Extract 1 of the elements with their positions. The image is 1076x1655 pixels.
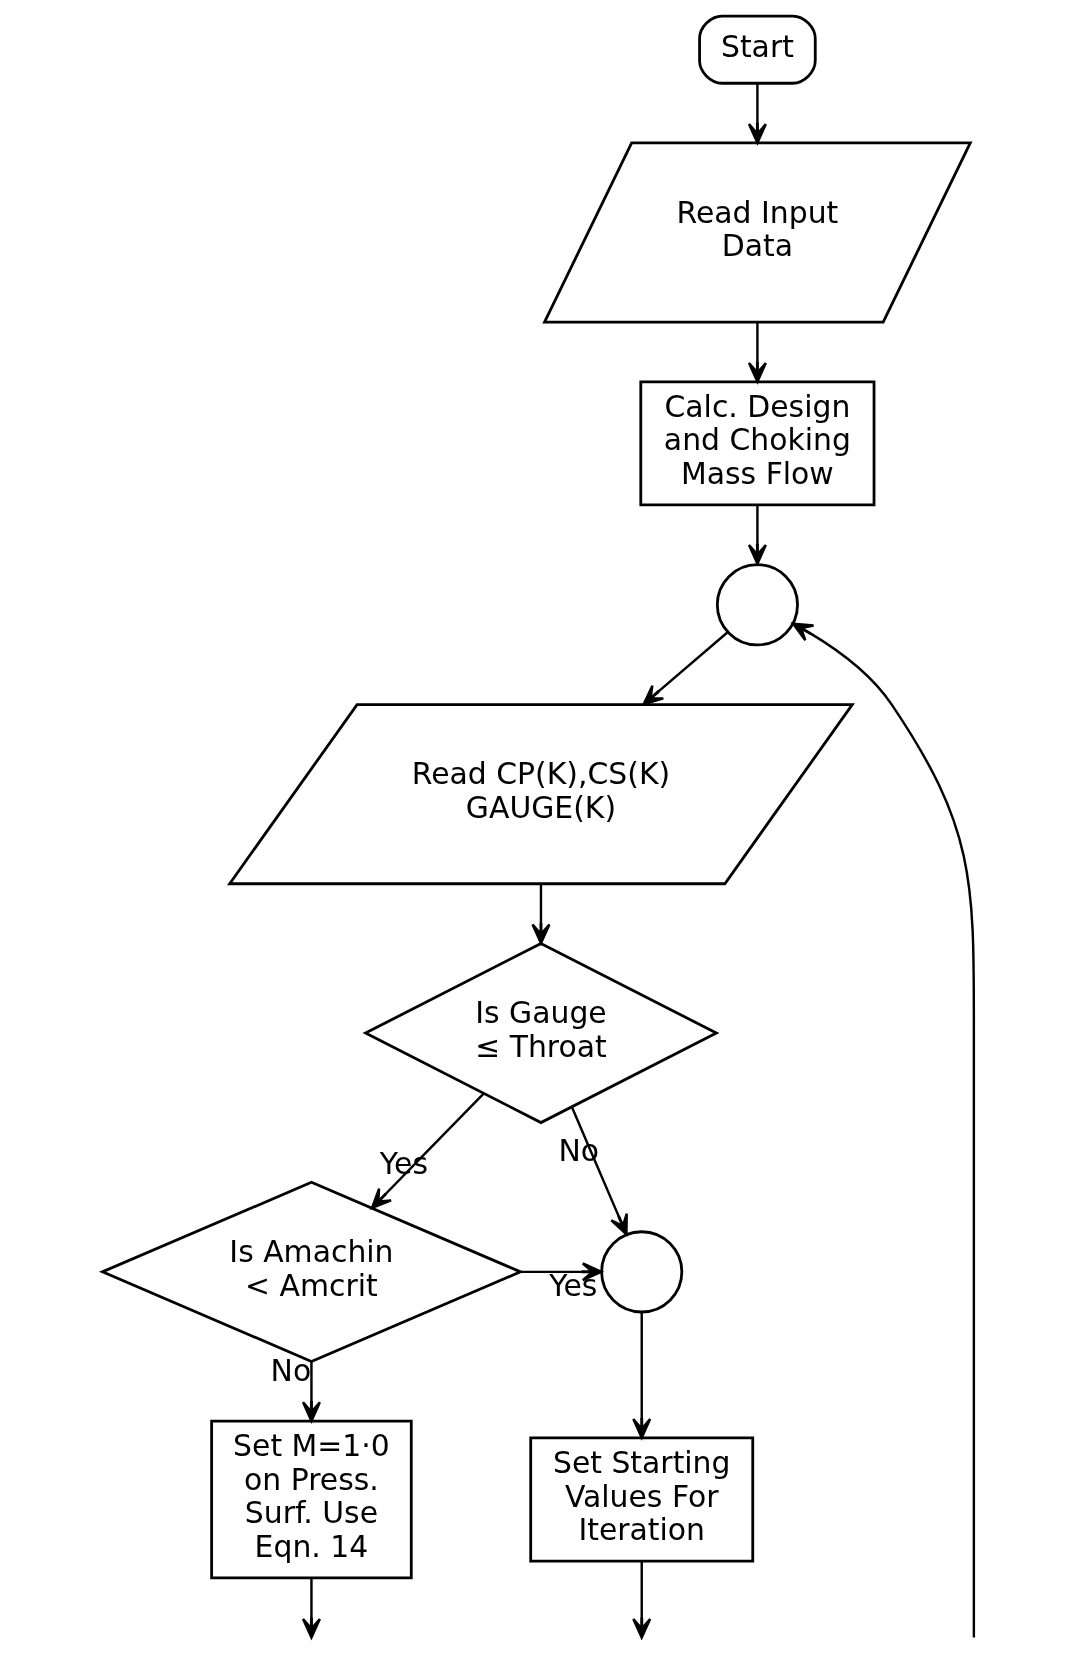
edge-label: Yes <box>548 1267 597 1303</box>
